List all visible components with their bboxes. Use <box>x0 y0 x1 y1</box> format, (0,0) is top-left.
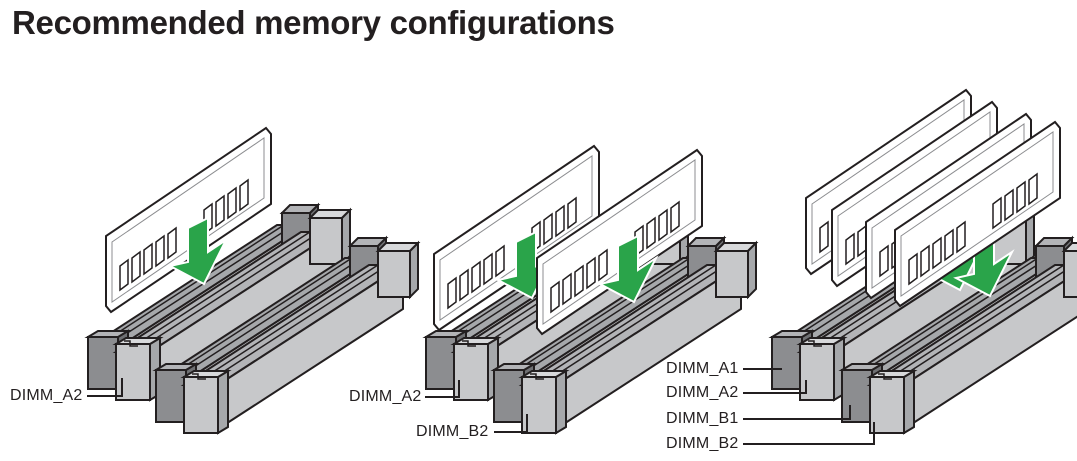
leader-line <box>743 422 875 445</box>
dimm-label: DIMM_A1 <box>666 360 739 377</box>
dimm-label: DIMM_B2 <box>666 435 739 452</box>
config-two-dimms <box>425 145 757 434</box>
dimm-label: DIMM_A2 <box>349 388 422 405</box>
leader-line <box>743 380 807 394</box>
leader-line <box>743 405 851 420</box>
dimm-label: DIMM_A2 <box>10 387 83 404</box>
leader-line <box>87 378 123 397</box>
leader-line <box>425 380 460 398</box>
dimm-label: DIMM_B2 <box>416 423 489 440</box>
dimm-label: DIMM_B1 <box>666 410 739 427</box>
dimm-label: DIMM_A2 <box>666 384 739 401</box>
page-title: Recommended memory configurations <box>12 4 615 41</box>
config-one-dimm <box>87 127 419 434</box>
leader-line <box>494 414 528 433</box>
config-four-dimms <box>743 89 1077 445</box>
